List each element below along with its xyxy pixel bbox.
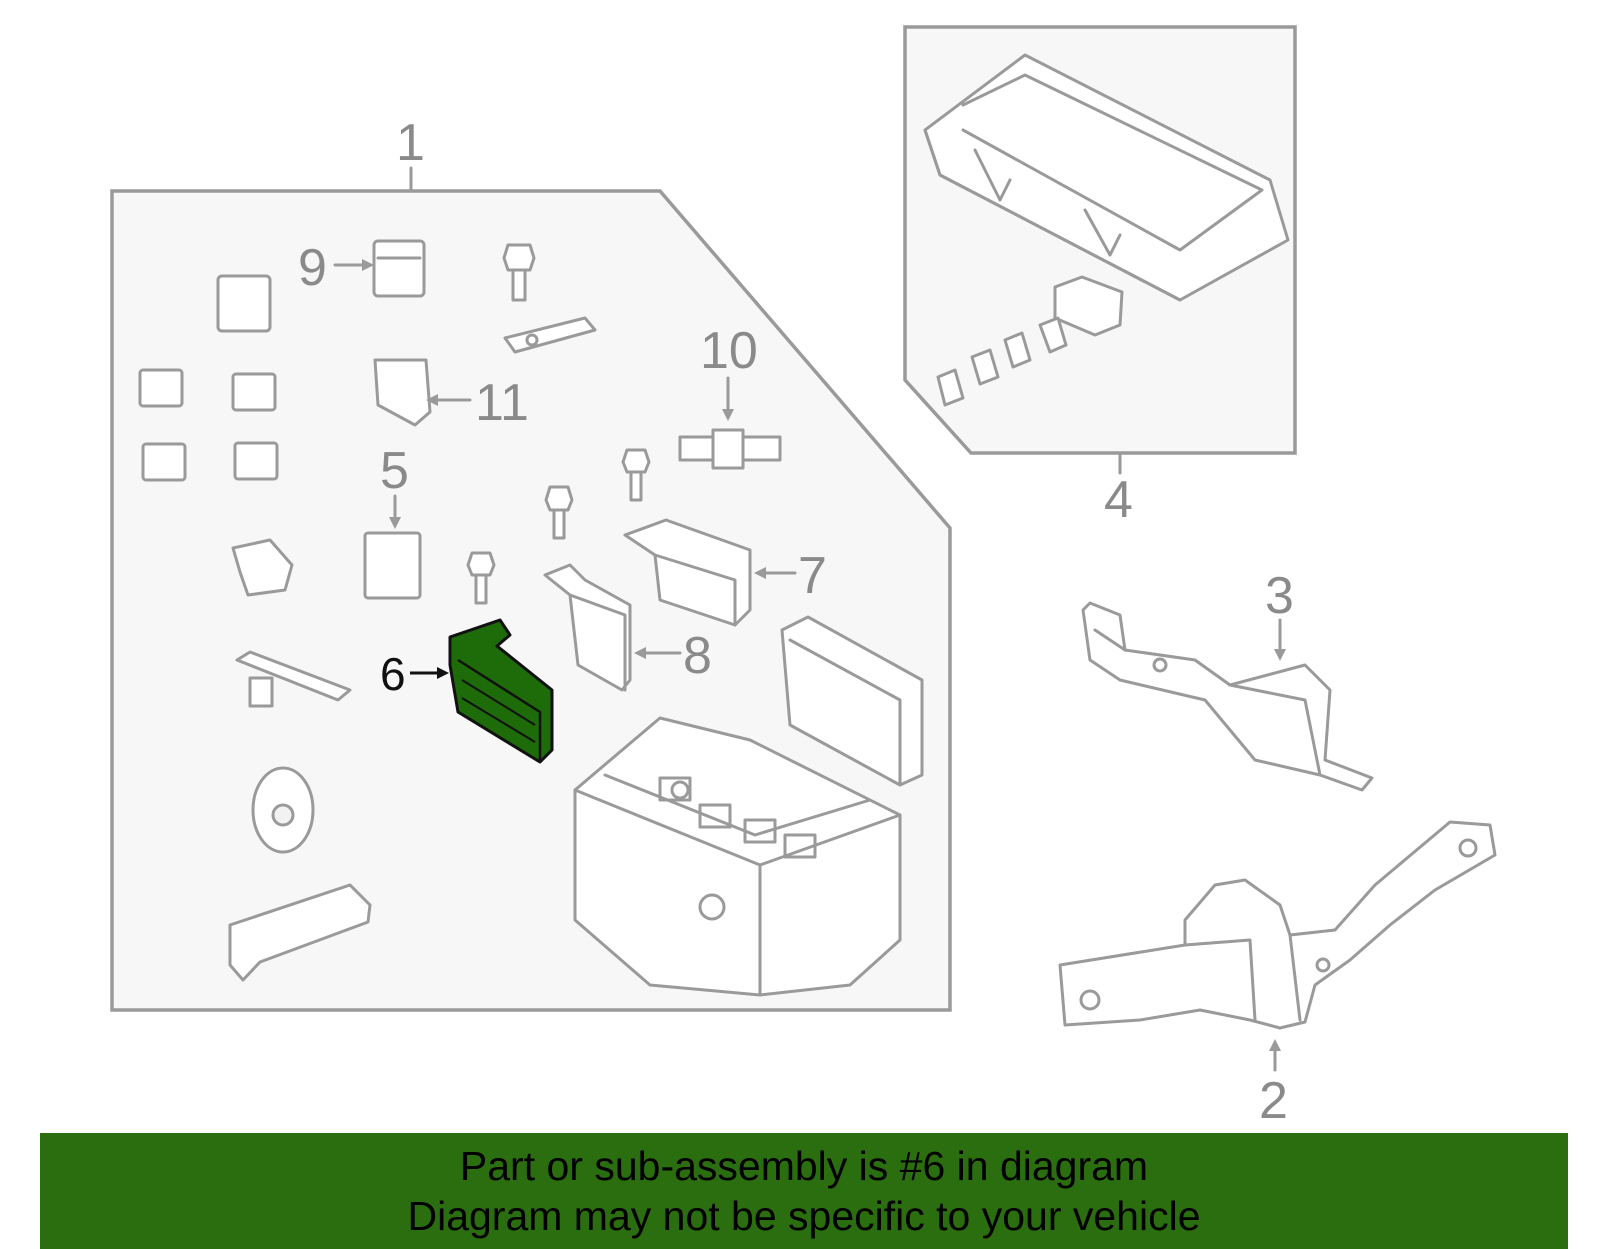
bolt-top[interactable] <box>502 243 536 302</box>
callout-3[interactable]: 3 <box>1265 567 1294 625</box>
mini-relay[interactable] <box>216 274 272 333</box>
part-3-bracket[interactable] <box>1081 601 1374 792</box>
callout-7[interactable]: 7 <box>798 547 827 605</box>
callout-10[interactable]: 10 <box>700 322 758 380</box>
banner-line-2: Diagram may not be specific to your vehi… <box>407 1193 1201 1239</box>
part-8-bracket[interactable] <box>543 563 632 692</box>
bolts-middle[interactable] <box>466 448 651 605</box>
part-9-relay[interactable] <box>372 239 426 298</box>
part-2-bracket[interactable] <box>1058 820 1497 1030</box>
callout-5[interactable]: 5 <box>380 442 409 500</box>
callout-4[interactable]: 4 <box>1104 471 1133 529</box>
part-5-relay[interactable] <box>363 531 422 600</box>
callout-11[interactable]: 11 <box>475 374 529 432</box>
cover-clip-parts[interactable] <box>936 275 1124 407</box>
callout-6[interactable]: 6 <box>380 648 406 700</box>
callout-8[interactable]: 8 <box>683 627 712 685</box>
part-10-bracket[interactable] <box>678 428 782 470</box>
fuse-box-housing[interactable] <box>573 716 902 997</box>
info-banner: Part or sub-assembly is #6 in diagram Di… <box>40 1133 1568 1249</box>
terminal-plate[interactable] <box>503 316 597 354</box>
t-clip[interactable] <box>235 650 352 708</box>
part-6-highlighted-bracket[interactable] <box>448 618 554 764</box>
callout-1[interactable]: 1 <box>396 114 425 172</box>
part-7-bracket[interactable] <box>623 518 752 627</box>
callout-9[interactable]: 9 <box>298 239 327 297</box>
part-11-relay[interactable] <box>373 358 432 427</box>
blade-fuses[interactable] <box>138 368 279 482</box>
grommet[interactable] <box>251 766 315 854</box>
fuse-box-cover[interactable] <box>923 53 1290 302</box>
callout-2[interactable]: 2 <box>1259 1072 1288 1130</box>
banner-line-1: Part or sub-assembly is #6 in diagram <box>459 1143 1149 1189</box>
side-cover-part[interactable] <box>780 615 924 787</box>
connector-block[interactable] <box>231 538 294 597</box>
lower-connector[interactable] <box>228 883 372 982</box>
